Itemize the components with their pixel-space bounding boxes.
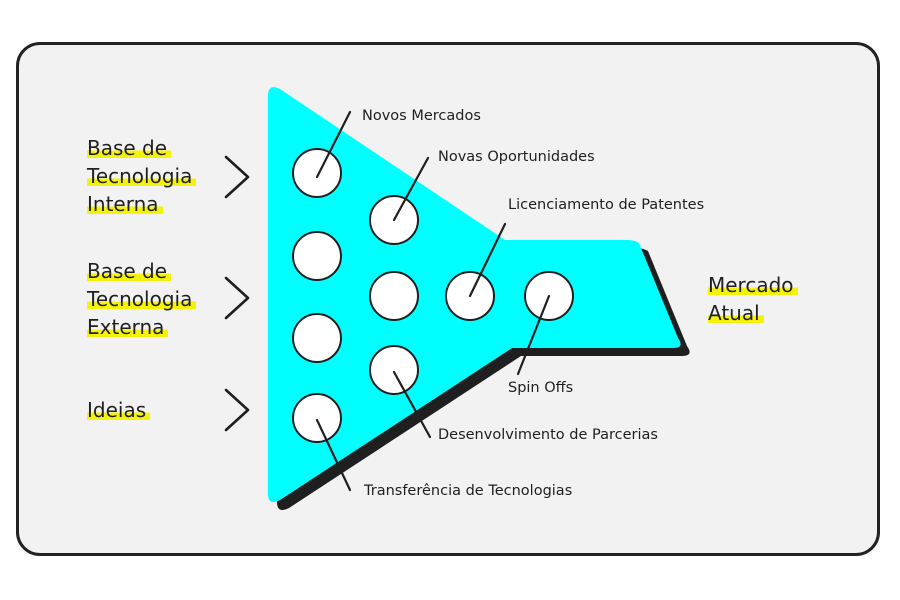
- hole: [292, 313, 342, 363]
- hole: [292, 148, 342, 198]
- output-label-line: Mercado: [708, 273, 798, 297]
- callout-novas-oportunidades: Novas Oportunidades: [438, 149, 595, 165]
- leader-novas-oportunidades: [392, 156, 430, 222]
- input-label-line: Interna: [87, 192, 163, 216]
- callout-transferencia-de-tecnologias: Transferência de Tecnologias: [364, 483, 573, 499]
- input-label-line: Base de: [87, 136, 172, 160]
- hole: [369, 271, 419, 321]
- callout-spin-offs: Spin Offs: [508, 380, 574, 396]
- input-label-line: Base de: [87, 259, 172, 283]
- funnel-holes: [292, 148, 574, 443]
- hole: [292, 393, 342, 443]
- callout-novos-mercados: Novos Mercados: [362, 108, 481, 124]
- input-label-line: Ideias: [87, 398, 151, 422]
- leader-licenciamento: [468, 222, 507, 298]
- chevron-right-icon: [224, 276, 250, 320]
- input-label-base-interna: Base de Tecnologia Interna: [87, 134, 197, 218]
- input-label-line: Externa: [87, 315, 169, 339]
- leader-novos-mercados: [315, 110, 352, 179]
- input-arrows: [224, 155, 250, 432]
- hole: [369, 345, 419, 395]
- callout-licenciamento-de-patentes: Licenciamento de Patentes: [508, 197, 705, 213]
- hole: [292, 231, 342, 281]
- callout-desenvolvimento-de-parcerias: Desenvolvimento de Parcerias: [438, 427, 658, 443]
- chevron-right-icon: [224, 388, 250, 432]
- leader-desenvolvimento: [392, 370, 432, 439]
- output-label-mercado-atual: Mercado Atual: [708, 271, 798, 327]
- chevron-right-icon: [224, 155, 250, 199]
- leader-spin-offs: [516, 294, 551, 376]
- input-label-base-externa: Base de Tecnologia Externa: [87, 257, 197, 341]
- output-label-line: Atual: [708, 301, 764, 325]
- leader-transferencia: [315, 418, 352, 492]
- input-label-line: Tecnologia: [87, 164, 197, 188]
- callout-leaders: [315, 110, 551, 492]
- input-label-line: Tecnologia: [87, 287, 197, 311]
- input-label-ideias: Ideias: [87, 396, 151, 424]
